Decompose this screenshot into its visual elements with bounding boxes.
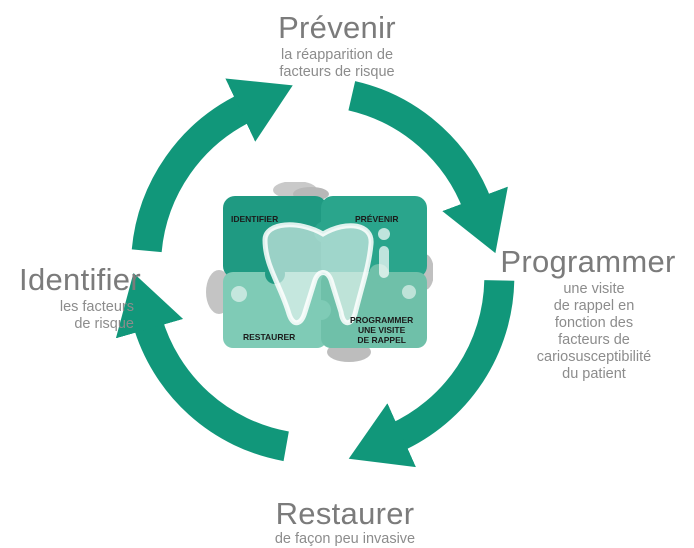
step-prevenir-line: facteurs de risque xyxy=(279,63,395,80)
step-identifier: Identifier les facteurs de risque xyxy=(0,262,160,333)
step-restaurer-title: Restaurer xyxy=(275,496,415,531)
step-programmer-line: de rappel en xyxy=(553,297,635,314)
step-programmer: Programmer une visite de rappel en fonct… xyxy=(488,244,688,383)
step-programmer-line: cariosusceptibilité xyxy=(536,349,652,366)
puzzle-graphic xyxy=(206,181,434,362)
step-prevenir-line: la réapparition de xyxy=(280,46,394,63)
step-prevenir: Prévenir la réapparition de facteurs de … xyxy=(207,10,467,81)
step-restaurer: Restaurer de façon peu invasive xyxy=(220,496,470,548)
step-programmer-line: une visite xyxy=(563,280,625,297)
step-prevenir-title: Prévenir xyxy=(278,10,396,45)
step-restaurer-line: de façon peu invasive xyxy=(274,530,416,547)
step-programmer-line: fonction des xyxy=(554,314,634,331)
puzzle-programmer-line: PROGRAMMER xyxy=(350,315,414,325)
arrow-restaurer-to-identifier xyxy=(115,272,290,462)
puzzle-label-prevenir: PRÉVENIR xyxy=(355,214,399,224)
arrow-programmer-to-restaurer xyxy=(348,279,515,468)
puzzle-knob xyxy=(311,300,331,320)
step-programmer-title: Programmer xyxy=(500,244,676,279)
tooth-bar xyxy=(379,246,389,278)
arrow-identifier-to-prevenir xyxy=(131,78,293,253)
arrow-prevenir-to-programmer xyxy=(348,81,508,254)
step-identifier-title: Identifier xyxy=(19,262,141,297)
puzzle-knob xyxy=(231,286,247,302)
tooth-outline xyxy=(262,222,374,326)
puzzle-illustration: IDENTIFIER PRÉVENIR RESTAURER PROGRAMMER… xyxy=(203,181,434,367)
step-programmer-line: facteurs de xyxy=(558,331,630,348)
step-identifier-line: de risque xyxy=(74,315,134,332)
puzzle-programmer-line: DE RAPPEL xyxy=(357,334,406,345)
puzzle-label-programmer: PROGRAMMER UNE VISITE DE RAPPEL xyxy=(350,315,414,345)
puzzle-programmer-line: UNE VISITE xyxy=(358,324,406,335)
step-identifier-line: les facteurs xyxy=(59,298,134,315)
tooth-dot xyxy=(378,228,390,240)
puzzle-knob xyxy=(402,285,416,299)
step-programmer-line: du patient xyxy=(562,366,626,383)
puzzle-label-identifier: IDENTIFIER xyxy=(231,214,279,224)
puzzle-label-restaurer: RESTAURER xyxy=(243,332,296,342)
